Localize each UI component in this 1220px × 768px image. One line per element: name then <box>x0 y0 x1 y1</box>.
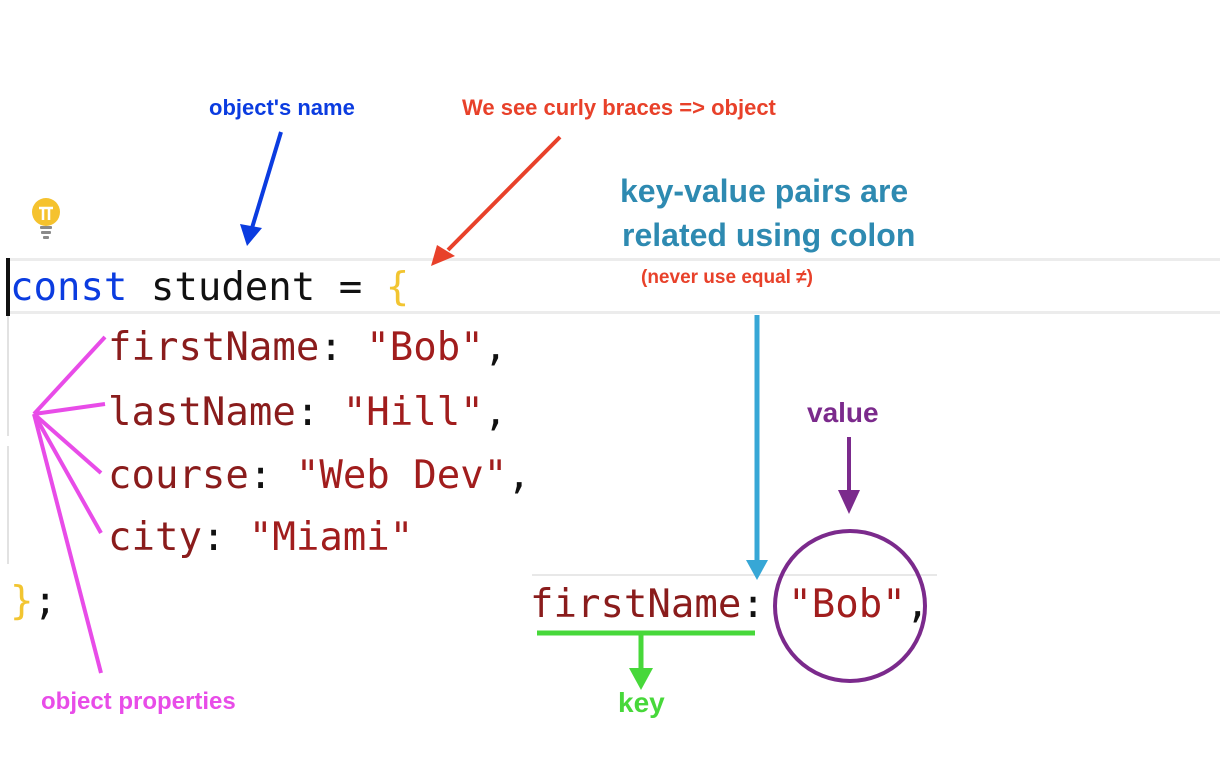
curly-braces-arrow <box>431 135 562 266</box>
property-value: "Miami" <box>248 515 414 560</box>
property-line: course: "Web Dev", <box>108 456 531 495</box>
assignment-operator: = <box>315 265 386 310</box>
property-comma: , <box>483 325 508 370</box>
property-value: "Web Dev" <box>295 453 508 498</box>
example-colon: : <box>741 582 765 627</box>
property-line: lastName: "Hill", <box>108 393 507 432</box>
key-label: key <box>618 687 665 718</box>
value-circle <box>773 529 927 683</box>
const-keyword: const <box>10 265 128 310</box>
key-value-pairs-arrow <box>746 315 768 580</box>
example-value: "Bob" <box>788 582 906 627</box>
property-key: course <box>108 453 249 498</box>
property-line: firstName: "Bob", <box>108 328 507 367</box>
property-colon: : <box>248 453 296 498</box>
object-properties-label: object properties <box>41 688 236 715</box>
key-value-pairs-label-2: related using colon <box>622 217 916 253</box>
semicolon: ; <box>33 579 57 624</box>
property-key: lastName <box>108 390 296 435</box>
current-line-highlight <box>10 258 1220 314</box>
property-value: "Bob" <box>366 325 484 370</box>
object-name-arrow <box>240 131 283 246</box>
property-comma: , <box>483 390 508 435</box>
curly-braces-label: We see curly braces => object <box>462 95 776 120</box>
lightbulb-icon[interactable] <box>28 196 64 246</box>
property-key: firstName <box>108 325 320 370</box>
code-line-closing: }; <box>10 582 57 621</box>
object-name: student <box>127 265 316 310</box>
never-use-equal-label: (never use equal ≠) <box>641 267 813 288</box>
indent-guide <box>7 446 9 564</box>
property-key: city <box>108 515 202 560</box>
example-pair: firstName: "Bob", <box>530 585 929 624</box>
closing-brace: } <box>10 579 34 624</box>
property-colon: : <box>319 325 367 370</box>
property-line: city: "Miami" <box>108 518 413 557</box>
property-comma: , <box>507 453 531 498</box>
code-line-declaration: const student = { <box>10 268 409 307</box>
key-value-pairs-label-1: key-value pairs are <box>620 173 909 209</box>
text-cursor <box>6 258 10 316</box>
object-properties-lines <box>32 335 107 674</box>
object-name-label: object's name <box>209 95 355 120</box>
opening-brace: { <box>385 265 410 310</box>
property-value: "Hill" <box>342 390 484 435</box>
property-colon: : <box>295 390 343 435</box>
indent-guide <box>7 316 9 436</box>
example-key: firstName <box>530 582 742 627</box>
key-arrow <box>537 630 755 690</box>
value-arrow <box>838 437 860 514</box>
example-line-highlight <box>532 574 937 576</box>
property-colon: : <box>201 515 249 560</box>
value-label: value <box>807 397 879 428</box>
